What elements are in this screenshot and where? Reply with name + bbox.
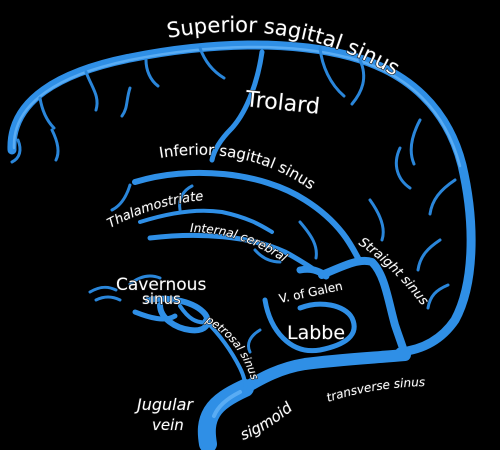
- superior-sagittal-sinus-vessel: [7, 40, 476, 357]
- trolard-vessel: [209, 49, 265, 163]
- cortical-branches: [10, 46, 457, 354]
- label-petrosal-sinus: petrosal sinus: [203, 313, 261, 382]
- label-v-of-galen: V. of Galen: [278, 279, 344, 306]
- transverse-sinus-vessel: [239, 349, 411, 394]
- vein-network: [7, 40, 476, 450]
- vein-of-galen-vessel: [296, 265, 330, 280]
- petrosal-sinus-vessel: [203, 318, 248, 390]
- thalamostriate-vessel: [138, 208, 274, 234]
- label-sinus: sinus: [142, 290, 181, 308]
- label-labbe: Labbe: [287, 322, 345, 344]
- cavernous-sinus-vessel: [145, 295, 211, 334]
- label-trolard: Trolard: [243, 87, 321, 120]
- straight-sinus-vessel: [318, 256, 409, 359]
- label-internal-cerebral: Internal cerebral: [190, 221, 290, 265]
- label-inferior-sagittal-sinus: Inferior sagittal sinus: [158, 141, 319, 194]
- label-straight-sinus: Straight sinus: [356, 235, 432, 309]
- label-cavernous: Cavernous: [116, 275, 206, 295]
- label-sigmoid: sigmoid: [238, 398, 296, 444]
- label-jugular: Jugular: [134, 395, 194, 414]
- label-transverse-sinus: transverse sinus: [325, 375, 426, 405]
- inferior-sagittal-sinus-vessel: [132, 169, 363, 265]
- label-vein: vein: [152, 416, 184, 434]
- labbe-vessel: [262, 297, 357, 354]
